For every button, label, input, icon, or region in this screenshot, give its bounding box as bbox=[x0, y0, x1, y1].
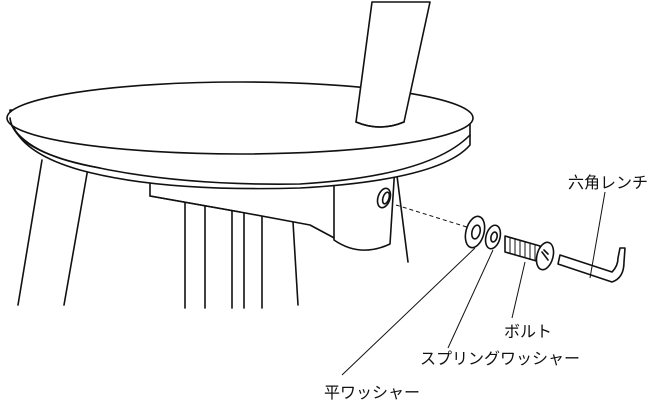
leader-bolt bbox=[511, 261, 526, 319]
leader-spring-washer bbox=[447, 249, 494, 349]
leader-wrench bbox=[589, 191, 606, 279]
flat-washer bbox=[464, 215, 486, 249]
label-bolt: ボルト bbox=[504, 322, 552, 341]
leader-lines bbox=[341, 191, 606, 376]
label-spring-washer: スプリングワッシャー bbox=[420, 349, 580, 368]
spring-washer bbox=[484, 224, 502, 250]
insertion-axis bbox=[395, 204, 471, 229]
stool-seat bbox=[6, 81, 474, 190]
leg-front-left bbox=[17, 159, 89, 306]
bolt-hole bbox=[376, 187, 392, 209]
hex-wrench bbox=[557, 247, 626, 283]
bolt bbox=[504, 235, 555, 271]
label-flat-washer: 平ワッシャー bbox=[324, 383, 420, 402]
backrest-post-upper bbox=[355, 1, 431, 128]
label-hex-wrench: 六角レンチ bbox=[568, 173, 648, 192]
leader-flat-washer bbox=[341, 247, 476, 376]
leg-back-right bbox=[395, 167, 409, 263]
